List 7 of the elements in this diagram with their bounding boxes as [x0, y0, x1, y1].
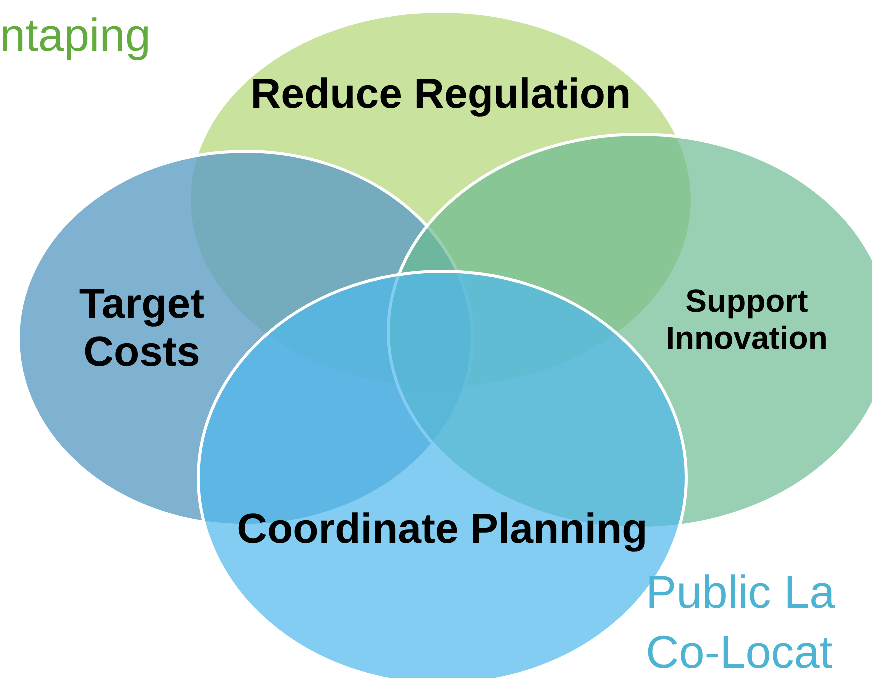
circle-label: Target Costs	[78, 280, 206, 377]
circle-label: Reduce Regulation	[250, 70, 632, 118]
heading-text: Co-Locat	[646, 625, 833, 678]
circle-label: Coordinate Planning	[236, 505, 649, 554]
circle-label: Support Innovation	[665, 283, 829, 357]
heading-text: Public La	[646, 565, 836, 619]
heading-text: ntaping	[0, 8, 151, 62]
